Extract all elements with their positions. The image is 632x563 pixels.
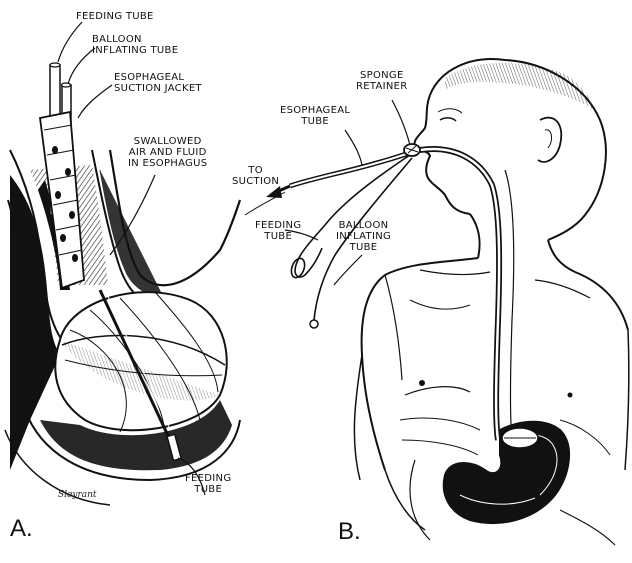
panel-b-leaders (285, 100, 410, 285)
torso-outline (362, 258, 478, 470)
ear (538, 118, 561, 162)
label-feeding-tube-top: FEEDING TUBE (76, 11, 154, 22)
label-balloon-inflating-tube-b: BALLOON INFLATING TUBE (336, 220, 391, 253)
signature: Sleyrant (58, 490, 97, 500)
label-swallowed-air: SWALLOWED AIR AND FLUID IN ESOPHAGUS (128, 136, 207, 169)
panel-a-drawing (5, 63, 240, 505)
label-esophageal-tube-b: ESOPHAGEAL TUBE (280, 105, 350, 127)
label-feeding-tube-bottom: FEEDING TUBE (185, 473, 231, 495)
label-balloon-inflating-tube-a: BALLOON INFLATING TUBE (92, 34, 178, 56)
panel-label-b: B. (338, 518, 361, 546)
panel-b-drawing (245, 59, 629, 545)
label-feeding-tube-b: FEEDING TUBE (255, 220, 301, 242)
label-to-suction: TO SUCTION (232, 165, 279, 187)
balloon (55, 290, 226, 440)
esophageal-tube-b (420, 149, 499, 440)
label-esophageal-suction-jacket: ESOPHAGEAL SUCTION JACKET (114, 72, 202, 94)
external-feeding-tube (295, 155, 410, 277)
nipple (419, 380, 425, 386)
label-sponge-retainer: SPONGE RETAINER (356, 70, 408, 92)
panel-label-a: A. (10, 515, 33, 543)
